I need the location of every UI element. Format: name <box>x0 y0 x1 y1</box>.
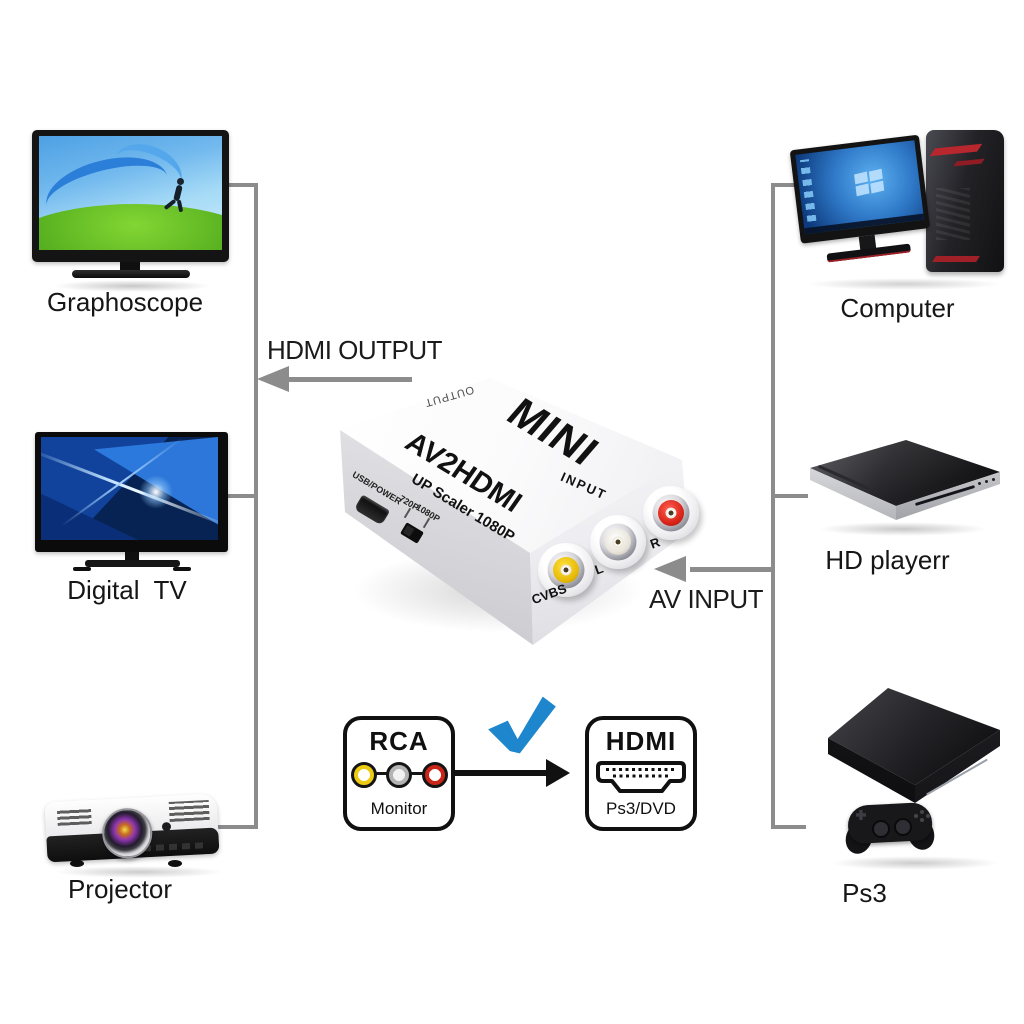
pc-tower <box>926 130 1004 272</box>
drop-shadow <box>52 280 212 292</box>
tv-stand-base <box>72 270 190 278</box>
ps3-image <box>806 670 1018 882</box>
red-accent-shape <box>932 256 980 262</box>
jack-hole-center <box>615 539 621 545</box>
controller-button-dot <box>926 814 930 818</box>
drop-shadow <box>818 522 988 536</box>
drop-shadow <box>54 866 224 878</box>
tv-stand-neck <box>125 552 139 561</box>
analog-stick <box>872 820 890 838</box>
vent-grille <box>936 188 970 240</box>
graphoscope-image <box>30 128 235 293</box>
grass-hill-shape <box>39 204 222 250</box>
projector-foot <box>70 860 84 867</box>
windows-logo-pane <box>870 180 885 194</box>
rca-yellow-icon <box>351 762 377 788</box>
player-button-dot <box>985 480 988 483</box>
convert-arrow-shaft <box>452 770 548 776</box>
dpad <box>856 810 866 820</box>
pc-monitor <box>789 134 935 263</box>
controller-button-dot <box>920 818 924 822</box>
switch-knob <box>402 525 415 537</box>
vent-grille <box>56 808 92 826</box>
projector-body <box>44 793 220 863</box>
hdmi-legend-caption: Ps3/DVD <box>606 799 676 818</box>
av-input-arrow-icon <box>654 556 686 582</box>
red-accent-shape <box>953 158 985 167</box>
tv-stand-foot <box>73 567 91 571</box>
hdmi-output-arrow-shaft <box>286 377 412 382</box>
rca-legend-title: RCA <box>369 726 429 756</box>
projector-stub-line <box>217 825 258 829</box>
tv-stand-base <box>85 560 180 567</box>
rca-legend-badge: RCA Monitor <box>343 716 455 831</box>
player-button-dot <box>992 478 995 481</box>
vent-grille <box>168 799 210 823</box>
hdmi-plug-icon <box>596 761 686 793</box>
controller-button-dot <box>914 814 918 818</box>
controller-body <box>847 801 933 845</box>
analog-stick <box>894 818 912 836</box>
projector-foot <box>168 860 182 867</box>
tv-stand-foot <box>173 567 191 571</box>
windows-logo-pane <box>868 168 883 182</box>
tv-stand-neck <box>120 262 140 271</box>
windows-logo-pane <box>854 171 869 185</box>
monitor-screen <box>795 140 925 235</box>
digital-tv-image <box>33 430 238 580</box>
windows-logo-pane <box>855 183 870 197</box>
desktop-icons <box>799 159 817 222</box>
player-button-dot <box>978 482 981 485</box>
hdmi-legend-badge: HDMI Ps3/DVD <box>585 716 697 831</box>
digital-tv-stub-line <box>221 494 258 498</box>
rca-white-icon <box>386 762 412 788</box>
drop-shadow <box>830 856 1000 870</box>
hdmi-output-arrow-icon <box>257 366 289 392</box>
jumping-person-figure <box>177 178 184 185</box>
digital-tv-label: Digital TV <box>67 575 187 605</box>
ps3-label: Ps3 <box>842 878 887 908</box>
jack-hole-center <box>563 567 569 573</box>
convert-arrow-icon <box>546 759 570 787</box>
rca-red-icon <box>422 762 448 788</box>
tv-screen <box>41 437 218 540</box>
hd-player-stub-line <box>771 494 808 498</box>
projector-label: Projector <box>67 874 173 904</box>
red-accent-shape <box>929 143 983 157</box>
computer-stub-line <box>771 183 808 187</box>
check-icon <box>488 696 556 754</box>
computer-label: Computer <box>840 293 955 323</box>
graphoscope-label: Graphoscope <box>46 287 204 317</box>
hd-player-label: HD playerr <box>825 545 950 575</box>
av-input-label: AV INPUT <box>649 584 763 614</box>
light-glow-shape <box>139 475 173 509</box>
game-controller <box>841 798 939 860</box>
hdmi-legend-title: HDMI <box>605 726 677 756</box>
av2hdmi-converter-image: OUTPUT MINI AV2HDMI UP Scaler 1080P INPU… <box>330 352 699 654</box>
drop-shadow <box>806 278 1002 290</box>
computer-image <box>789 128 1012 296</box>
rca-legend-caption: Monitor <box>370 799 428 818</box>
graphoscope-stub-line <box>220 183 258 187</box>
projector-image <box>40 786 230 891</box>
controller-button-dot <box>920 810 924 814</box>
hd-player-image <box>798 430 1004 548</box>
left-bus-line <box>254 183 258 829</box>
tv-screen <box>39 136 222 250</box>
ps3-stub-line <box>771 825 806 829</box>
hdmi-output-label: HDMI OUTPUT <box>267 335 443 365</box>
right-bus-line <box>771 183 775 829</box>
jack-hole-center <box>668 510 674 516</box>
av-input-arrow-shaft <box>690 567 773 572</box>
